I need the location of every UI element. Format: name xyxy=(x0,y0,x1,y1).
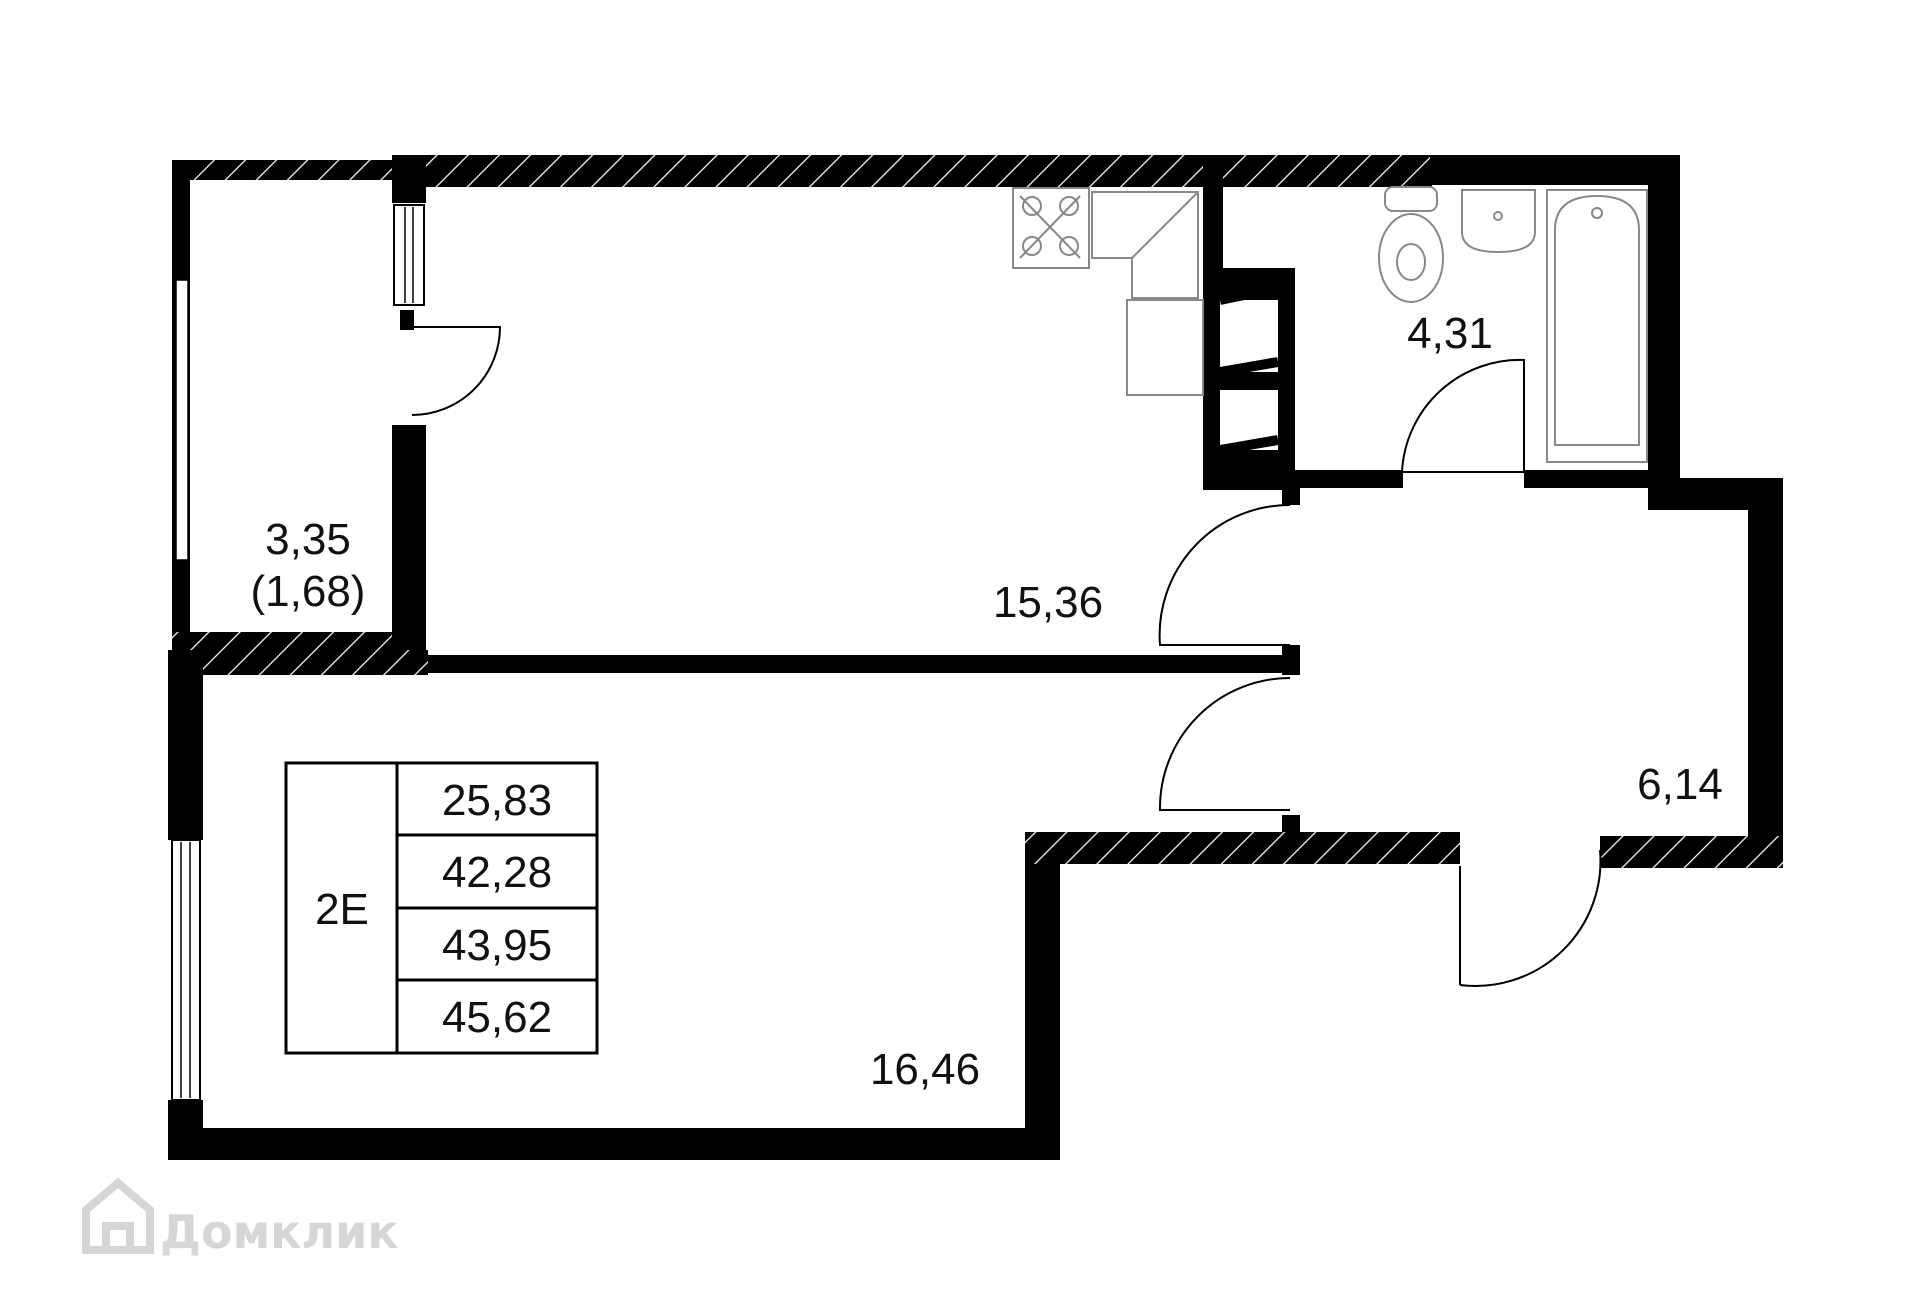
room-labels: 3,35 (1,68) 15,36 4,31 6,14 16,46 xyxy=(251,309,1723,1094)
bedroom-area-label: 16,46 xyxy=(870,1045,980,1094)
door-balcony-swing xyxy=(411,326,502,416)
washbasin xyxy=(1461,189,1536,254)
kitchen-counter xyxy=(1126,299,1204,396)
table-value: 43,95 xyxy=(442,921,552,970)
watermark: Домклик xyxy=(82,1177,399,1259)
kitchen-area-label: 15,36 xyxy=(993,578,1103,627)
wall-corridor-bottom xyxy=(1025,832,1460,864)
window-balcony xyxy=(175,279,189,561)
table-value: 42,28 xyxy=(442,848,552,897)
wall-balcony-top xyxy=(172,160,397,180)
window-bedroom xyxy=(171,839,201,1101)
bathtub xyxy=(1546,189,1648,463)
wall-bedroom-bottom xyxy=(168,1128,1060,1160)
toilet xyxy=(1378,186,1444,303)
hallway-area-label: 6,14 xyxy=(1637,760,1723,809)
walls xyxy=(168,155,1783,1160)
ventilation-shaft xyxy=(1203,268,1295,490)
wall-bedroom-top xyxy=(168,650,428,675)
watermark-text: Домклик xyxy=(160,1205,399,1259)
wall-bottom-hallway xyxy=(1600,836,1783,868)
door-bathroom-swing xyxy=(1401,358,1525,473)
summary-table: 2E 25,83 42,28 43,95 45,62 xyxy=(284,761,599,1055)
wall-top-right xyxy=(1430,155,1652,185)
wall-hallway-stub-lower xyxy=(1282,815,1300,835)
table-value: 45,62 xyxy=(442,993,552,1042)
wall-bedroom-right xyxy=(1025,832,1060,1160)
table-value: 25,83 xyxy=(442,776,552,825)
house-logo-icon xyxy=(82,1177,154,1254)
door-entrance-swing xyxy=(1459,849,1602,987)
doors xyxy=(411,326,1602,987)
wall-right-bathroom xyxy=(1648,155,1680,510)
wall-top xyxy=(392,155,1432,187)
bathroom-fixtures xyxy=(1378,186,1648,463)
wall-balcony-bottom xyxy=(172,632,422,650)
wall-bathroom-bottom-right xyxy=(1524,470,1649,488)
wall-kitchen-left-upper xyxy=(392,155,426,203)
apartment-type-label: 2E xyxy=(315,885,369,934)
stove xyxy=(1012,187,1090,269)
balcony-area-label: 3,35 xyxy=(265,515,351,564)
door-bedroom-swing xyxy=(1158,677,1291,811)
wall-bedroom-left-upper xyxy=(168,650,203,840)
door-kitchen-swing xyxy=(1158,503,1291,646)
wall-hallway-stub-middle xyxy=(1282,645,1300,675)
bathroom-area-label: 4,31 xyxy=(1407,309,1493,358)
kitchen-fixtures xyxy=(1012,187,1204,396)
balcony-area-reduced-label: (1,68) xyxy=(251,567,366,616)
wall-kitchen-bottom xyxy=(392,655,1292,673)
wall-kitchen-left-lower xyxy=(392,425,426,675)
wall-right-hallway xyxy=(1748,478,1783,868)
window-kitchen xyxy=(393,204,425,306)
windows xyxy=(171,204,425,1101)
wall-kitchen-left-stub xyxy=(400,310,414,330)
